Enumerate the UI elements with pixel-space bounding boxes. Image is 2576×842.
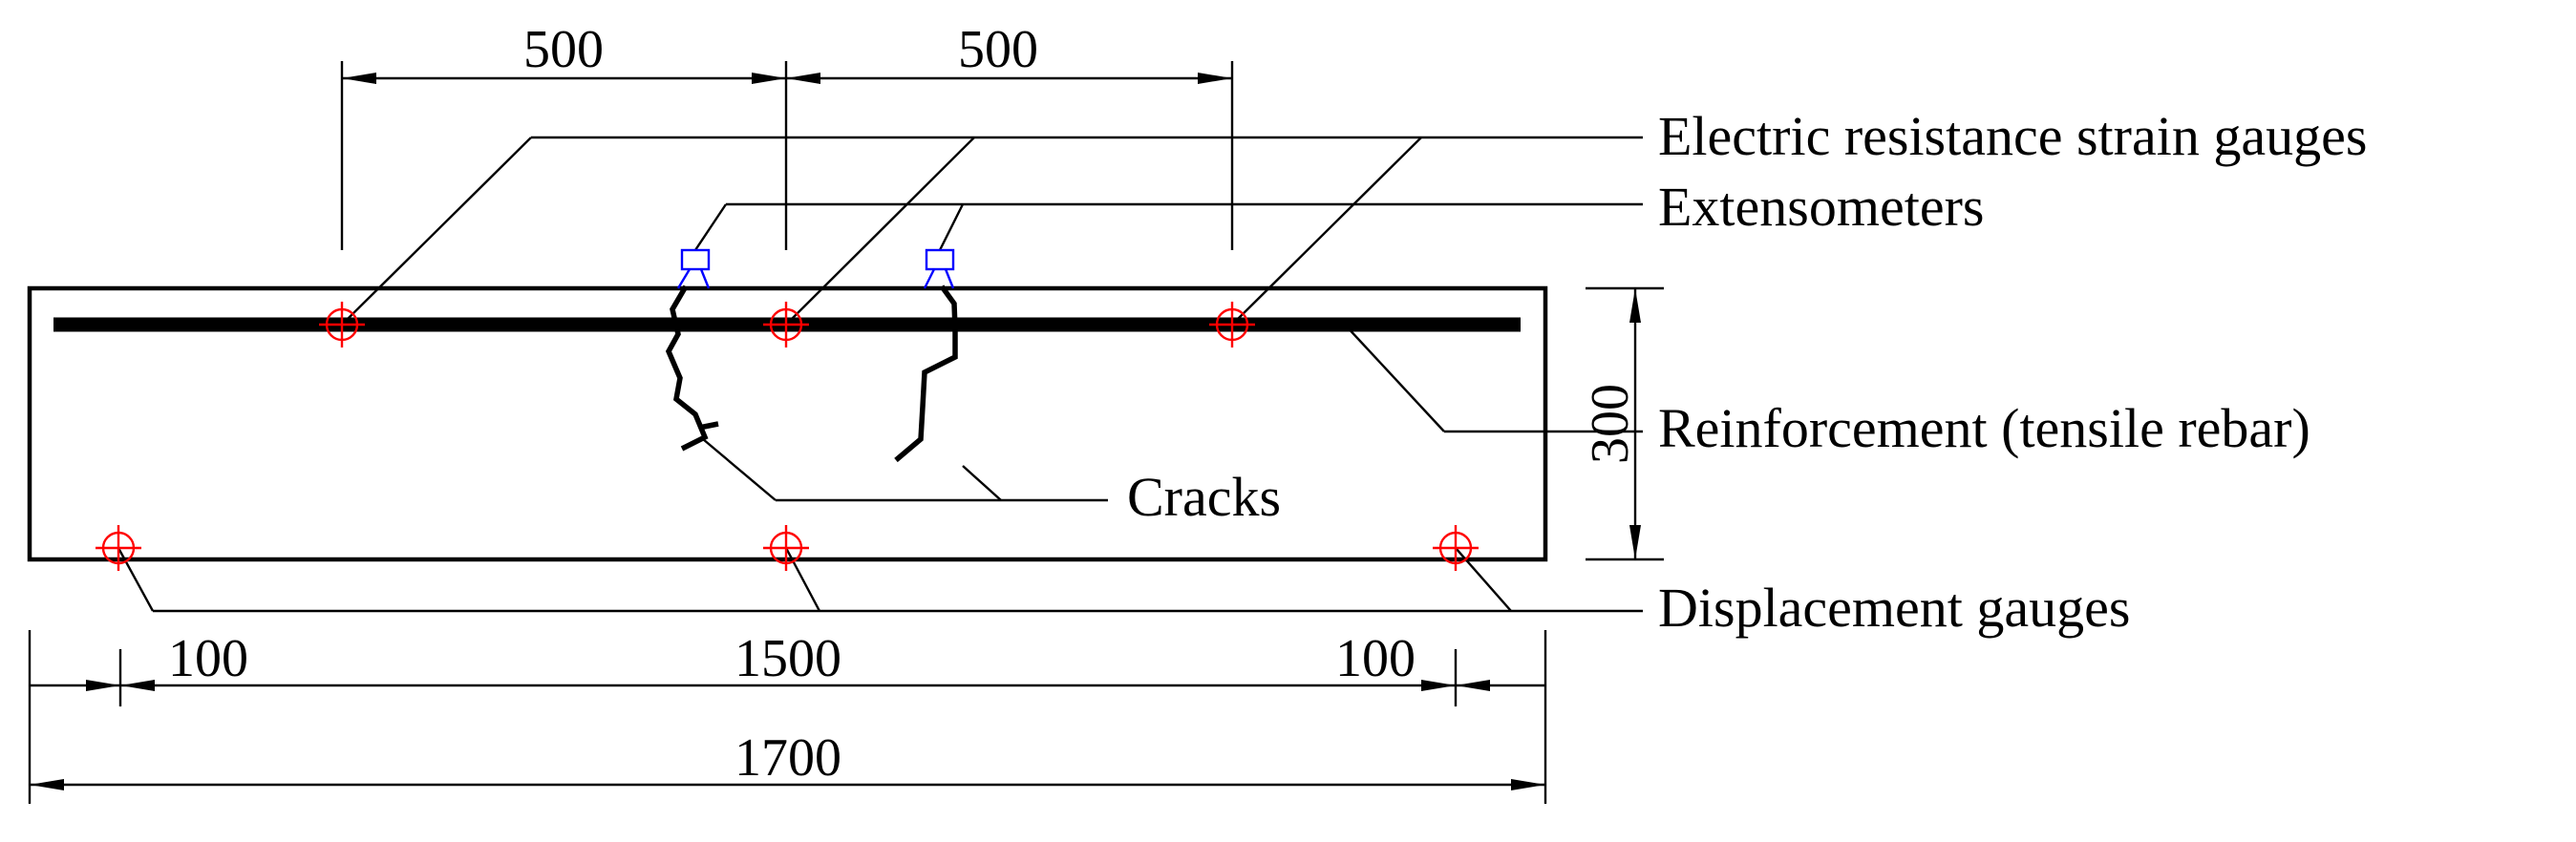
extensometer-2-icon — [923, 248, 955, 289]
label-strain-gauges: Electric resistance strain gauges — [1658, 105, 2367, 167]
beam-outline — [27, 285, 1548, 562]
top-dimension-lines — [340, 61, 1234, 250]
displacement-gauge-leaders — [117, 547, 1643, 613]
dimension-height: 300 — [1581, 384, 1640, 464]
strain-gauge-2-icon — [763, 302, 809, 347]
label-extensometers: Extensometers — [1658, 176, 1984, 238]
dimension-edge-right: 100 — [1335, 629, 1416, 688]
displacement-gauge-1-icon — [96, 525, 141, 571]
label-displacement-gauges: Displacement gauges — [1658, 577, 2130, 639]
label-reinforcement: Reinforcement (tensile rebar) — [1658, 397, 2310, 459]
dimension-top-left: 500 — [523, 20, 604, 79]
dimension-total: 1700 — [734, 728, 841, 788]
strain-gauge-1-icon — [319, 302, 365, 347]
displacement-gauge-2-icon — [763, 525, 809, 571]
reinforcement-leader — [1344, 324, 1643, 433]
crack-left — [665, 284, 719, 452]
extensometer-1-icon — [676, 248, 711, 289]
strain-gauge-3-icon — [1209, 302, 1255, 347]
dimension-top-right: 500 — [958, 20, 1038, 79]
label-cracks: Cracks — [1127, 466, 1281, 528]
cracks-leader — [702, 438, 1108, 502]
displacement-gauge-3-icon — [1433, 525, 1479, 571]
height-dimension-lines — [1586, 286, 1664, 561]
crack-right — [894, 284, 958, 463]
extensometer-leaders — [694, 202, 1643, 251]
dimension-edge-left: 100 — [168, 629, 248, 688]
bottom-dimension-lines — [28, 630, 1547, 804]
dimension-span: 1500 — [734, 629, 841, 688]
strain-gauge-leaders — [341, 136, 1643, 326]
